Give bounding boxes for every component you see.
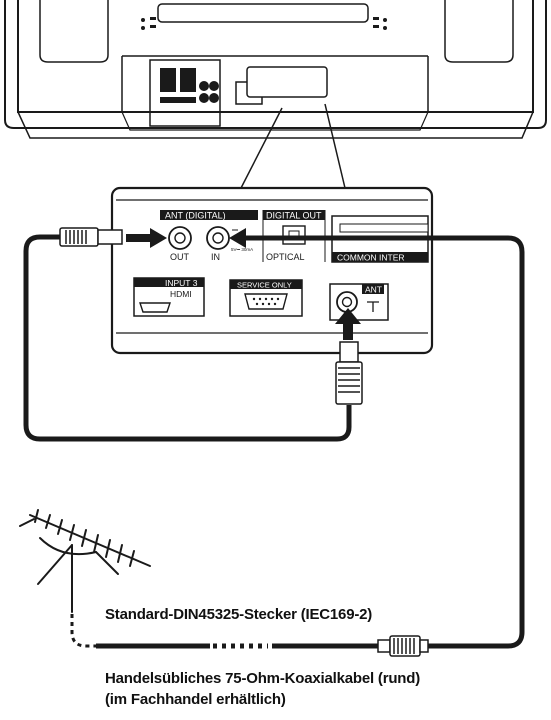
digital-out-label: DIGITAL OUT <box>266 211 322 221</box>
cable-caption: Handelsübliches 75-Ohm-Koaxialkabel (run… <box>105 668 420 710</box>
power-note: 5V⎓ 30mA <box>231 247 253 252</box>
terminal-panel: ANT (DIGITAL) OUT IN 5V⎓ 30mA DIGITAL OU… <box>110 186 434 355</box>
arrow-to-ant <box>335 308 361 340</box>
optical-label: OPTICAL <box>266 252 305 262</box>
cable-caption-line2: (im Fachhandel erhältlich) <box>105 691 286 708</box>
antenna-icon <box>19 509 151 613</box>
callout-lines <box>239 103 346 191</box>
ant-out-label: OUT <box>170 252 190 262</box>
ant-label: ANT <box>365 285 382 295</box>
tv-rear-details <box>141 17 387 103</box>
hdmi-label: HDMI <box>170 289 192 299</box>
antenna-cable <box>96 235 525 649</box>
tv-port-box <box>235 66 328 105</box>
input3-label: INPUT 3 <box>165 278 198 288</box>
service-only-label: SERVICE ONLY <box>237 281 292 290</box>
common-interface-label: COMMON INTER <box>337 253 405 263</box>
plug-caption: Standard-DIN45325-Stecker (IEC169-2) <box>105 606 373 623</box>
coax-plug <box>377 635 429 657</box>
cable-caption-line1: Handelsübliches 75-Ohm-Koaxialkabel (run… <box>105 670 421 687</box>
loop-cable-plug-bottom <box>335 341 363 405</box>
loop-cable <box>23 234 352 442</box>
loop-cable-plug-left <box>59 227 123 247</box>
antenna-cable-dashed <box>70 614 268 649</box>
arrow-to-out <box>126 228 167 248</box>
ant-in-label: IN <box>211 252 220 262</box>
tv-rear <box>4 0 547 139</box>
ant-digital-label: ANT (DIGITAL) <box>165 211 226 221</box>
arrow-to-in <box>229 228 246 248</box>
